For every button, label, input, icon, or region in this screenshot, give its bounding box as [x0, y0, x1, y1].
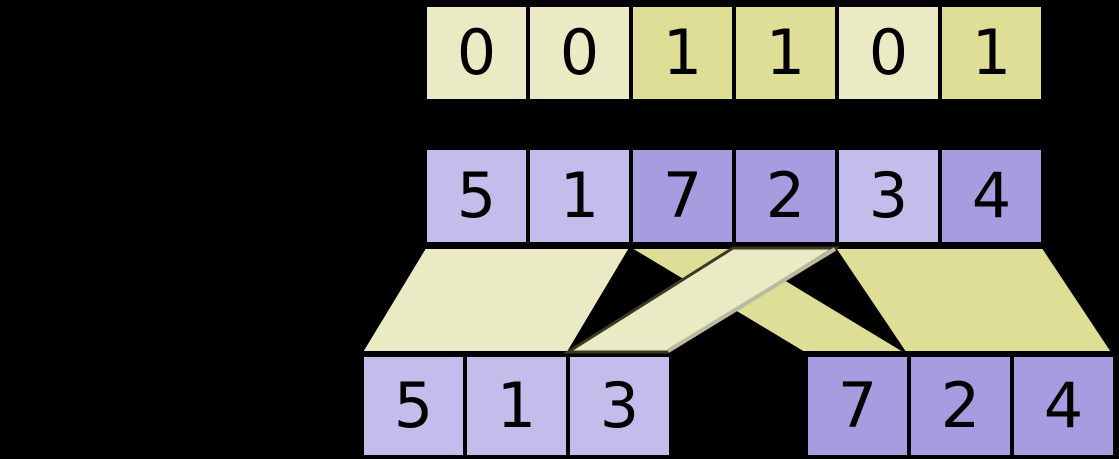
result-right-cell-1: 2 — [909, 355, 1012, 457]
value-cell-1: 1 — [528, 148, 631, 244]
result-left-cell-0: 5 — [362, 355, 465, 457]
flag-cell-5: 1 — [940, 5, 1043, 101]
ribbon-zero-block-51 — [360, 247, 632, 353]
ribbon-zero-single-3 — [562, 246, 841, 354]
value-cell-4: 3 — [837, 148, 940, 244]
result-right-cell-2: 4 — [1012, 355, 1115, 457]
flag-cell-3: 1 — [734, 5, 837, 101]
value-cell-0: 5 — [425, 148, 528, 244]
flag-cell-2: 1 — [631, 5, 734, 101]
value-cell-2: 7 — [631, 148, 734, 244]
flag-cell-0: 0 — [425, 5, 528, 101]
ribbon-zero-single-3-edge-light — [666, 247, 837, 353]
ribbon-one-single-7 — [626, 247, 909, 353]
flag-cell-1: 0 — [528, 5, 631, 101]
result-left-cell-1: 1 — [465, 355, 568, 457]
flag-cell-4: 0 — [837, 5, 940, 101]
result-left-cell-2: 3 — [568, 355, 671, 457]
ribbon-one-block-24 — [833, 247, 1114, 353]
value-cell-5: 4 — [940, 148, 1043, 244]
result-right-cell-0: 7 — [806, 355, 909, 457]
value-cell-3: 2 — [734, 148, 837, 244]
